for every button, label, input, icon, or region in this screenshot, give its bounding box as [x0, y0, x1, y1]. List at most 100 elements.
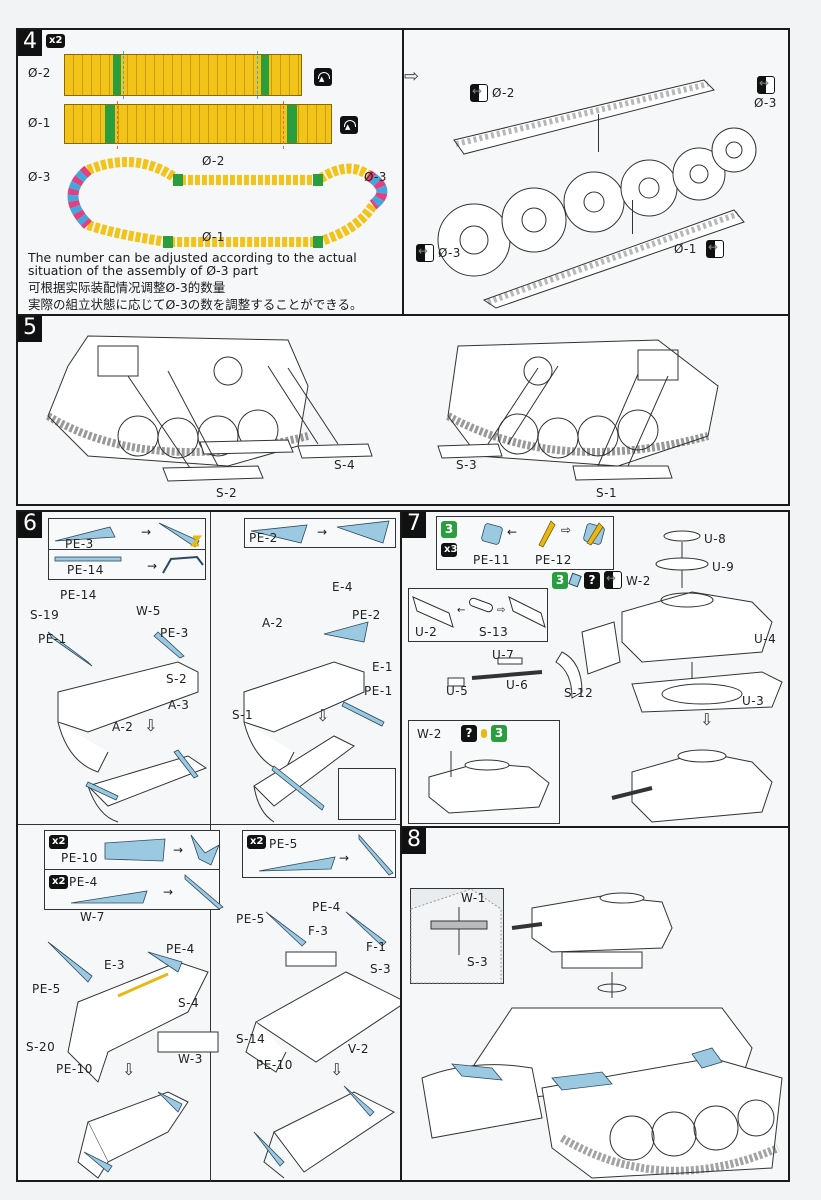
track-joint-green	[313, 236, 323, 248]
vision-block-inset: ← ⇨ U-2 S-13	[408, 588, 548, 642]
track-joint-green	[261, 55, 269, 95]
label-s2: S-2	[216, 486, 238, 500]
label-w3: W-3	[178, 1052, 203, 1066]
label-v2: V-2	[348, 1042, 369, 1056]
label-pe11: PE-11	[473, 553, 510, 567]
label-w2: W-2	[417, 727, 442, 741]
arrow-right-outline-icon: ⇨	[497, 605, 506, 616]
label-s3: S-3	[467, 955, 489, 969]
track-loop-left-end-blue	[67, 165, 93, 229]
label-pe4: PE-4	[312, 900, 341, 914]
loop-label-right: Ø-3	[364, 170, 387, 184]
label-pe10: PE-10	[56, 1062, 93, 1076]
label-w1: W-1	[461, 891, 486, 905]
label-s4: S-4	[334, 458, 356, 472]
label-pe5: PE-5	[32, 982, 61, 996]
track-loop-right-end	[364, 170, 388, 210]
fender-parts	[127, 365, 673, 482]
step-7-panel: 7 3 x3 ← ⇨ PE-11 PE-12 3 ? W-2 ← ⇨ U-2 S…	[400, 510, 790, 828]
box-divider	[45, 869, 219, 870]
pe5-bent	[358, 833, 394, 876]
label-pe1: PE-1	[38, 632, 67, 646]
rear-plate-c-result	[77, 1091, 189, 1179]
label-o2: Ø-2	[492, 86, 515, 100]
pe14-bent	[162, 555, 204, 574]
flip-over-icon	[314, 68, 332, 86]
label-pe3: PE-3	[160, 626, 189, 640]
note-chinese: 可根据实际装配情况调整Ø-3的数量	[28, 280, 226, 295]
detail-inset	[338, 768, 396, 820]
track-joint-green	[113, 55, 121, 95]
label-u3: U-3	[742, 694, 765, 708]
lower-track-drawing	[482, 209, 745, 309]
label-pe1: PE-1	[364, 684, 393, 698]
outer-side-icon	[706, 240, 724, 258]
arrow-right-icon: →	[147, 559, 158, 573]
label-pe4: PE-4	[69, 875, 98, 889]
u2-assembled	[508, 596, 546, 628]
gun-barrel-parts	[447, 657, 543, 687]
track-label-o1: Ø-1	[28, 116, 51, 130]
pe4-flat	[70, 890, 148, 904]
label-pe14: PE-14	[67, 563, 104, 577]
pe10-bent	[190, 834, 220, 866]
turret-detail-drawing	[428, 751, 550, 814]
arrow-right-icon: →	[141, 525, 152, 539]
label-pe5: PE-5	[269, 837, 298, 851]
cut-line	[117, 101, 118, 149]
label-pe5: PE-5	[236, 912, 265, 926]
pe4-bent	[184, 874, 224, 910]
label-s4: S-4	[178, 996, 200, 1010]
hull-final-assembly	[421, 1007, 783, 1179]
pe11-part	[481, 523, 503, 545]
track-strip-o1	[64, 101, 332, 149]
loop-label-bottom: Ø-1	[202, 230, 225, 244]
label-u9: U-9	[712, 560, 735, 574]
track-loop-bottom	[86, 202, 378, 247]
label-w2: W-2	[626, 574, 651, 588]
cut-line	[257, 51, 258, 99]
label-pe2: PE-2	[352, 608, 381, 622]
label-e1: E-1	[372, 660, 394, 674]
paint-code-badge: 3	[491, 725, 507, 742]
rear-deck-a-result	[85, 749, 208, 823]
upper-track-drawing	[453, 79, 715, 155]
pe-bending-guide-d: x2 PE-5 →	[242, 830, 396, 878]
label-e3: E-3	[104, 958, 126, 972]
label-u4: U-4	[754, 632, 777, 646]
label-s12: S-12	[564, 686, 594, 700]
pe5-flat	[258, 856, 336, 872]
track-label-o2: Ø-2	[28, 66, 51, 80]
label-a2: A-2	[112, 720, 134, 734]
rear-deck-a	[47, 631, 199, 773]
turret-assembled	[611, 749, 773, 823]
label-f1: F-1	[366, 940, 387, 954]
arrow-right-icon: →	[317, 525, 328, 539]
arrow-right-icon: →	[339, 851, 350, 865]
note-english-line2: situation of the assembly of Ø-3 part	[28, 263, 259, 278]
pe2-flat	[250, 524, 308, 544]
track-joint-green	[287, 105, 297, 143]
step-number: 5	[18, 316, 42, 342]
step-4-result-panel: ⇨ Ø-2 Ø-3 Ø-3 Ø-1	[402, 28, 790, 316]
label-s14: S-14	[236, 1032, 266, 1046]
pe2-bent	[336, 520, 390, 544]
label-s20: S-20	[26, 1040, 56, 1054]
label-s3: S-3	[370, 962, 392, 976]
pe-folding-guide: 3 x3 ← ⇨ PE-11 PE-12	[436, 516, 614, 570]
track-joint-green	[105, 105, 115, 143]
rear-deck-b-result	[253, 735, 355, 823]
label-pe3: PE-3	[65, 537, 94, 551]
label-w7: W-7	[80, 910, 105, 924]
track-joint-green	[163, 236, 173, 248]
unknown-part-badge: ?	[584, 572, 600, 589]
rear-plate-d	[245, 911, 407, 1073]
flip-over-icon	[340, 116, 358, 134]
track-joint-green	[173, 174, 183, 186]
arrow-left-icon: ←	[457, 605, 466, 616]
hatch-detail-inset: W-2 ? 3	[408, 720, 560, 824]
outer-side-icon	[416, 244, 434, 262]
step-4-panel: 4 x2 Ø-2 Ø-1 Ø-2 Ø-3 Ø-3 Ø-1 The number …	[16, 28, 404, 316]
label-pe12: PE-12	[535, 553, 572, 567]
label-pe10: PE-10	[256, 1058, 293, 1072]
